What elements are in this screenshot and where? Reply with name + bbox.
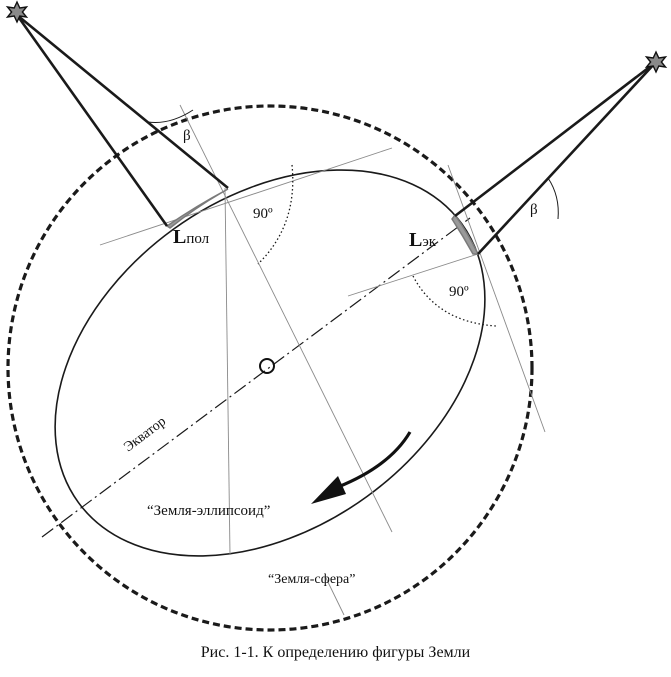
- figure-caption: Рис. 1-1. К определению фигуры Земли: [200, 644, 471, 661]
- beta-label-left: β: [183, 128, 191, 144]
- rotation-arrow: [337, 431, 412, 489]
- l-ek-main: L: [409, 229, 422, 251]
- rotation-arrowhead: [311, 476, 346, 504]
- ray-right-2: [454, 60, 657, 218]
- star-right-icon: [644, 50, 668, 74]
- normal-pol: [224, 187, 231, 556]
- ray-right-1: [477, 61, 657, 255]
- angle-label-ek: 90º: [449, 284, 469, 300]
- l-ek-label: Lэк: [409, 229, 437, 251]
- sphere-meridian: [325, 577, 345, 616]
- beta-arc-left: [147, 109, 194, 123]
- ray-left-2: [15, 14, 169, 227]
- right-angle-arc-pol: [257, 164, 294, 265]
- arc-ek-shade: [451, 213, 480, 255]
- l-pol-main: L: [173, 226, 186, 248]
- arc-pol-shade: [165, 188, 229, 229]
- ellipsoid-label: “Земля-эллипсоид”: [147, 503, 270, 519]
- l-pol-sub: пол: [186, 231, 209, 247]
- ray-left-1: [16, 13, 229, 190]
- beta-label-right: β: [530, 202, 538, 218]
- normal-ek: [347, 253, 479, 297]
- sphere-circle: [6, 104, 534, 632]
- equator-line: [41, 217, 471, 538]
- l-ek-sub: эк: [422, 234, 436, 250]
- l-pol-label: Lпол: [173, 226, 210, 248]
- sphere-label: “Земля-сфера”: [268, 572, 356, 587]
- angle-label-pol: 90º: [253, 206, 273, 222]
- axis-line: [179, 104, 393, 533]
- star-left-icon: [5, 0, 29, 24]
- center-marker: [259, 358, 275, 374]
- tangent-pol: [99, 147, 393, 246]
- beta-arc-right: [547, 177, 559, 220]
- equator-label: Экватор: [121, 414, 169, 455]
- right-angle-arc-ek: [412, 275, 497, 327]
